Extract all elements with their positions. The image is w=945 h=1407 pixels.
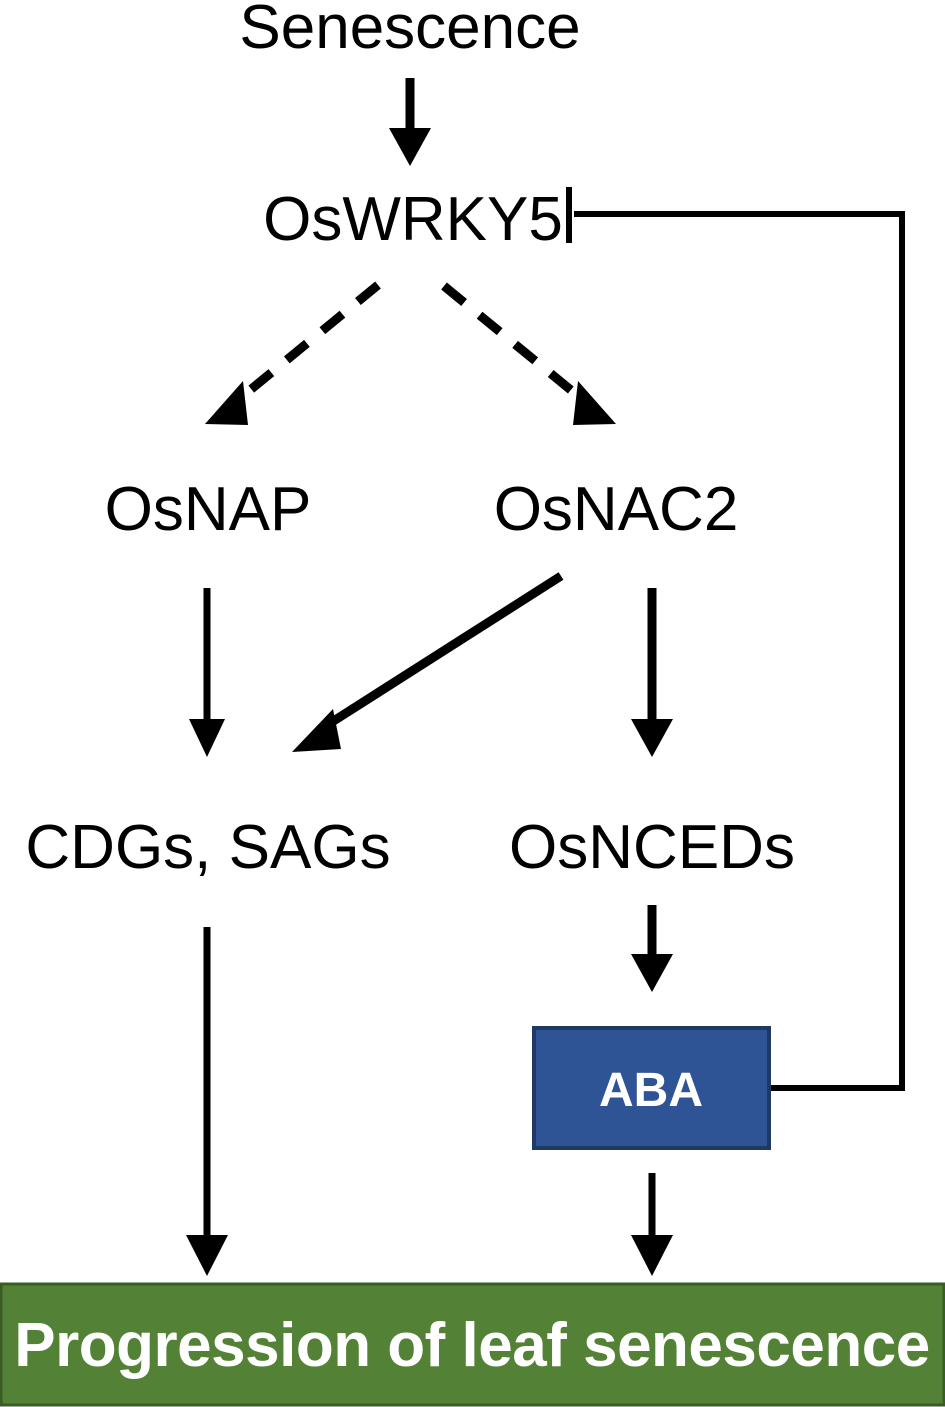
edge-osnceds-to-aba [631, 905, 673, 992]
node-cdgs-sags: CDGs, SAGs [25, 813, 390, 882]
node-osnceds: OsNCEDs [509, 813, 795, 882]
edge-oswrky5-to-osnap [205, 281, 381, 425]
edge-senescence-to-oswrky5 [389, 78, 431, 166]
edge-cdgs-to-outcome [186, 927, 228, 1276]
node-oswrky5: OsWRKY5 [263, 185, 563, 254]
edge-aba-to-outcome [631, 1173, 673, 1276]
aba-box-label: ABA [599, 1064, 703, 1117]
node-senescence: Senescence [239, 0, 580, 62]
edge-osnap-to-cdgs [189, 588, 225, 757]
outcome-box-label: Progression of leaf senescence [14, 1311, 929, 1380]
aba-box: ABA [532, 1026, 771, 1150]
edge-osnac2-to-osnceds [631, 588, 673, 757]
node-osnap: OsNAP [105, 475, 312, 544]
node-osnac2: OsNAC2 [494, 475, 739, 544]
edge-aba-inhibits-oswrky5 [566, 187, 905, 1091]
edge-oswrky5-to-osnac2 [441, 282, 616, 425]
edge-osnac2-to-cdgs [292, 572, 564, 752]
outcome-box: Progression of leaf senescence [0, 1282, 945, 1407]
